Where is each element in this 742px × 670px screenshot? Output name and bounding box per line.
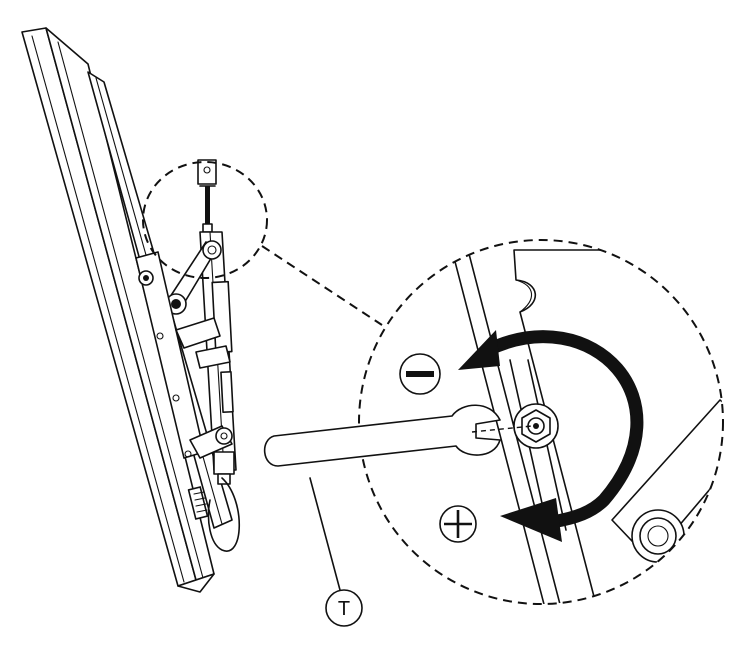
magnified-detail-view	[263, 239, 724, 605]
adjustment-nut	[513, 403, 559, 449]
tool-callout: T	[309, 477, 363, 627]
detail-callout	[142, 161, 383, 326]
tool-callout-label: T	[338, 598, 350, 620]
double-headed-rotation-arrow-icon	[458, 330, 644, 542]
plus-sign-icon	[439, 505, 477, 543]
tilt-bracket-assembly	[135, 159, 240, 552]
minus-sign-icon	[399, 353, 441, 395]
wrench-tool	[263, 404, 533, 467]
